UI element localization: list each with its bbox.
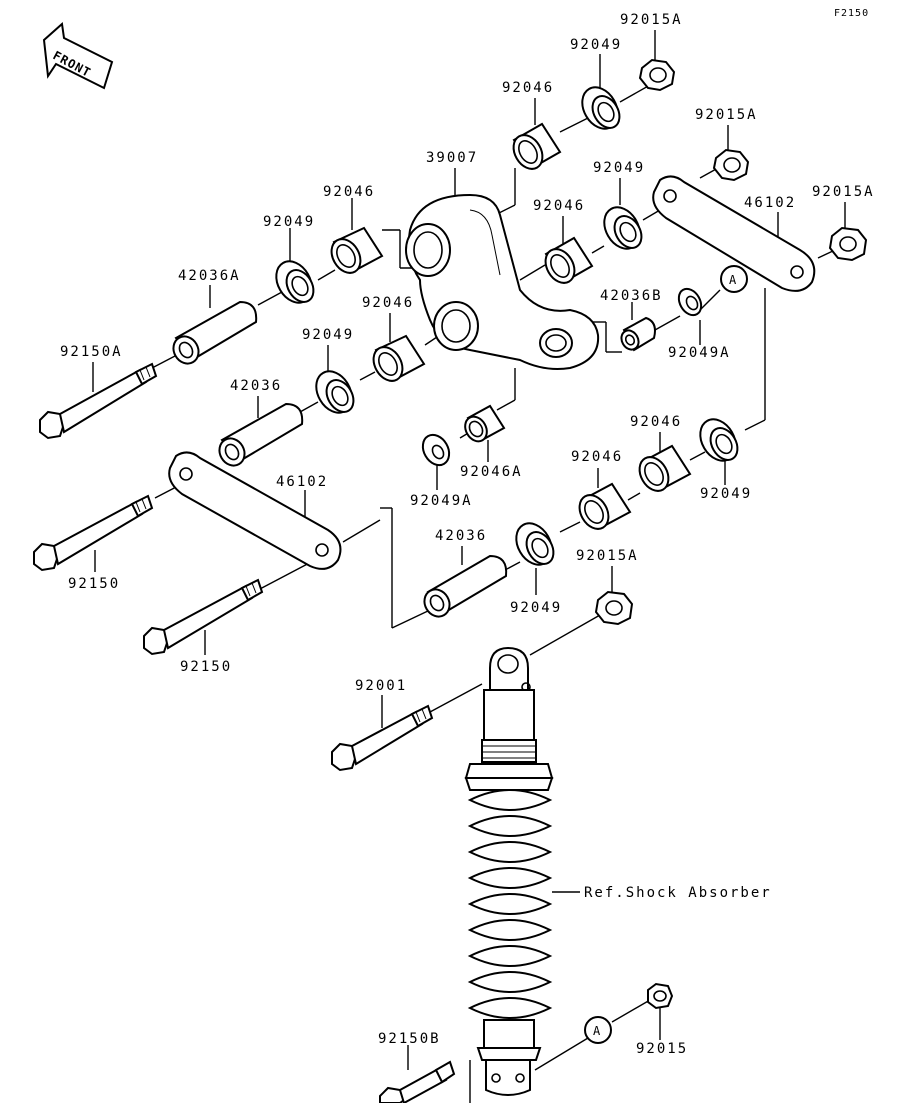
washer-92049a-right xyxy=(677,287,703,317)
nut-92015a-second xyxy=(712,148,750,182)
label-92150a: 92150A xyxy=(60,344,123,360)
label-92150b: 92150B xyxy=(378,1031,441,1047)
label-92046-4: 92046 xyxy=(362,295,414,311)
collar-42036-middle xyxy=(218,402,304,467)
label-92015: 92015 xyxy=(636,1041,688,1057)
front-arrow-icon: FRONT xyxy=(42,22,114,90)
washer-92049-left-upper xyxy=(275,260,315,304)
label-ref-shock-absorber: Ref.Shock Absorber xyxy=(584,885,772,901)
callout-a-lower: A xyxy=(584,1016,612,1044)
washer-92049-right xyxy=(603,206,643,250)
label-92049-2: 92049 xyxy=(593,160,645,176)
label-39007: 39007 xyxy=(426,150,478,166)
label-92150-2: 92150 xyxy=(180,659,232,675)
washer-92049a-lower xyxy=(421,433,451,467)
diagram-code: F2150 xyxy=(834,8,869,19)
bearing-92046-right xyxy=(544,236,594,284)
label-92046-2: 92046 xyxy=(323,184,375,200)
label-92150-1: 92150 xyxy=(68,576,120,592)
callout-a-upper-label: A xyxy=(729,273,737,287)
label-92015a-2: 92015A xyxy=(695,107,758,123)
label-92049a-2: 92049A xyxy=(410,493,473,509)
parts: A xyxy=(33,58,868,1103)
shock-absorber xyxy=(464,646,554,1096)
callout-a-lower-label: A xyxy=(593,1024,601,1038)
washer-92049-top xyxy=(581,86,621,130)
shock-spring xyxy=(467,789,553,1019)
label-46102-1: 46102 xyxy=(744,195,796,211)
part-labels: 92015A 92049 92046 92015A 39007 92049 92… xyxy=(60,12,875,1057)
nut-92015a-right xyxy=(828,226,868,262)
tie-rod-46102-lower xyxy=(168,451,342,570)
collar-42036-lower xyxy=(423,554,508,618)
washer-92049-middle xyxy=(315,370,355,414)
washer-92049-lower xyxy=(515,522,555,566)
label-92049-1: 92049 xyxy=(570,37,622,53)
rocker-arm-39007 xyxy=(405,193,600,370)
bolt-92150b xyxy=(379,1060,456,1103)
nut-92015a-top xyxy=(638,58,676,92)
label-42036-1: 42036 xyxy=(230,378,282,394)
bolt-92150-upper xyxy=(33,494,154,572)
label-92049-6: 92049 xyxy=(510,600,562,616)
label-92049-3: 92049 xyxy=(263,214,315,230)
label-92015a-4: 92015A xyxy=(576,548,639,564)
bearing-92046-right-lower xyxy=(638,444,692,492)
callout-a-upper: A xyxy=(720,265,748,293)
bearing-92046a xyxy=(464,404,506,443)
label-92046-6: 92046 xyxy=(571,449,623,465)
washer-92049-right-lower xyxy=(699,418,739,462)
nut-92015a-lower xyxy=(594,590,634,626)
collar-42036a xyxy=(172,300,258,365)
bearing-92046-middle xyxy=(372,334,426,382)
label-92015a-3: 92015A xyxy=(812,184,875,200)
bolt-92150a xyxy=(39,362,158,440)
tie-rod-46102-top xyxy=(652,175,816,292)
bolt-92001 xyxy=(331,704,434,772)
bearing-92046-top xyxy=(512,122,562,170)
label-42036a: 42036A xyxy=(178,268,241,284)
label-92049-4: 92049 xyxy=(302,327,354,343)
label-92049-5: 92049 xyxy=(700,486,752,502)
label-92046-3: 92046 xyxy=(533,198,585,214)
bolt-92150-lower xyxy=(143,578,264,656)
label-42036b: 42036B xyxy=(600,288,663,304)
label-92015a-1: 92015A xyxy=(620,12,683,28)
collar-42036b xyxy=(620,316,656,352)
label-46102-2: 46102 xyxy=(276,474,328,490)
bearing-92046-left-upper xyxy=(330,226,384,274)
leader-lines xyxy=(92,30,846,1103)
label-92046-5: 92046 xyxy=(630,414,682,430)
nut-92015 xyxy=(647,982,674,1010)
label-92001: 92001 xyxy=(355,678,407,694)
label-42036-2: 42036 xyxy=(435,528,487,544)
label-92046-1: 92046 xyxy=(502,80,554,96)
label-92049a-1: 92049A xyxy=(668,345,731,361)
label-92046a: 92046A xyxy=(460,464,523,480)
bearing-92046-lower xyxy=(578,482,632,530)
